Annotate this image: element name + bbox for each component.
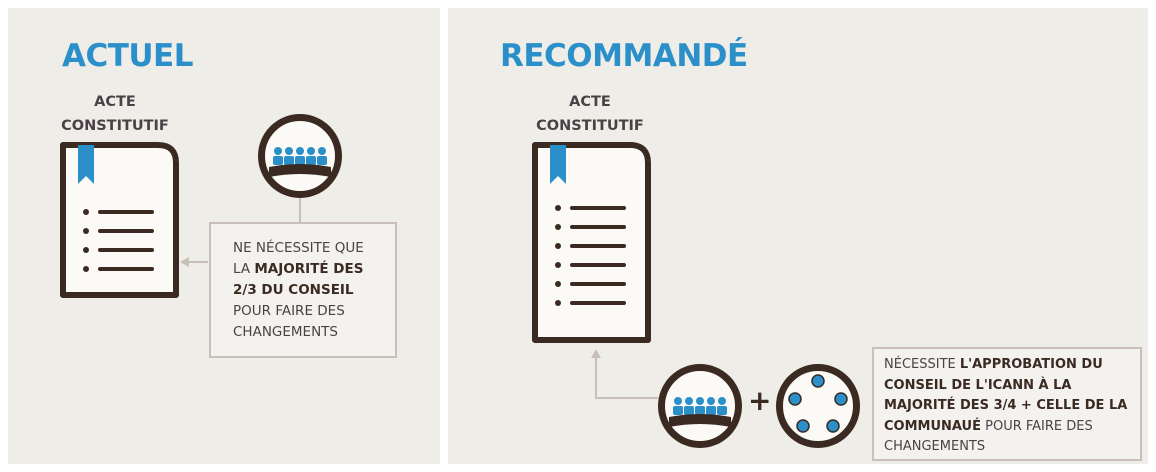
bookmark-icon <box>78 145 94 184</box>
callout-recommended: NÉCESSITE L'APPROBATION DU CONSEIL DE L'… <box>872 347 1142 461</box>
document-icon <box>60 142 179 298</box>
heading-recommended: RECOMMANDÉ <box>500 38 748 74</box>
board-circle <box>258 114 342 198</box>
board-circle <box>658 364 742 448</box>
callout-current: NE NÉCESSITE QUE LA MAJORITÉ DES 2/3 DU … <box>209 222 397 358</box>
list-lines <box>555 205 626 306</box>
list-lines <box>83 209 154 272</box>
arrowhead <box>180 257 189 267</box>
board-members-icon <box>269 147 331 177</box>
callout-current-text2: POUR FAIRE DES CHANGEMENTS <box>233 303 345 340</box>
connector-arrow <box>595 356 658 399</box>
callout-recommended-text1: NÉCESSITE <box>884 357 960 372</box>
panel-current: ACTUEL ACTE CONSTITUTIF NE NÉCESSITE QU <box>8 8 440 464</box>
document-icon <box>532 142 651 343</box>
bookmark-icon <box>550 145 566 184</box>
plus-sign: + <box>748 384 772 417</box>
doc-label-line2: CONSTITUTIF <box>61 118 169 134</box>
doc-label-line1: ACTE <box>94 94 136 110</box>
community-circle <box>776 364 860 448</box>
heading-current: ACTUEL <box>62 38 194 74</box>
community-circle-icon <box>788 374 848 433</box>
doc-label-line1: ACTE <box>569 94 611 110</box>
doc-label-current: ACTE CONSTITUTIF <box>50 90 180 138</box>
arrowhead <box>591 349 601 358</box>
board-members-icon <box>669 397 731 427</box>
callout-current-text1: NE NÉCESSITE QUE LA <box>233 240 364 277</box>
callout-recommended-text2: POUR FAIRE DES CHANGEMENTS <box>884 418 1093 455</box>
callout-current-bold: MAJORITÉ DES 2/3 DU CONSEIL <box>233 261 364 298</box>
doc-label-recommended: ACTE CONSTITUTIF <box>522 90 658 138</box>
panel-recommended: RECOMMANDÉ ACTE CONSTITUTIF + <box>448 8 1148 464</box>
doc-label-line2: CONSTITUTIF <box>536 118 644 134</box>
callout-recommended-bold: L'APPROBATION DU CONSEIL DE L'ICANN À LA… <box>884 357 1128 434</box>
